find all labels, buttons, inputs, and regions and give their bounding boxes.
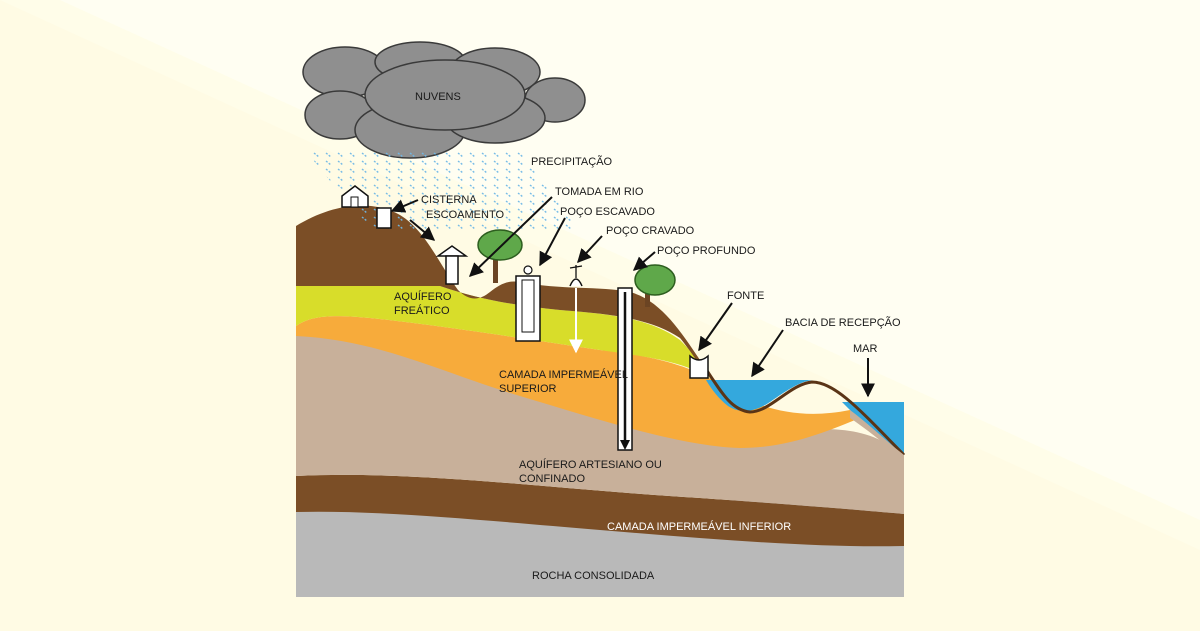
dug-well-arrow xyxy=(539,217,566,267)
phreatic-aquifer-label-line1: AQUÍFERO xyxy=(394,290,452,303)
upper-layer-label-line1: CAMADA IMPERMEÁVEL xyxy=(499,368,628,381)
upper-impermeable-layer xyxy=(296,316,860,448)
river-intake-arrow xyxy=(468,196,553,277)
precipitation-rain xyxy=(305,150,580,230)
pointer-arrows xyxy=(390,196,875,398)
receiving-basin-arrow xyxy=(751,329,784,378)
lower-layer-label: CAMADA IMPERMEÁVEL INFERIOR xyxy=(607,520,791,533)
spring-icon xyxy=(689,354,709,379)
bedrock-label: ROCHA CONSOLIDADA xyxy=(532,570,655,582)
clouds-label: NUVENS xyxy=(415,91,461,103)
deep-well-icon xyxy=(617,287,633,451)
runoff-label: ESCOAMENTO xyxy=(426,209,504,221)
tree-icon xyxy=(477,229,523,283)
topsoil-layer xyxy=(296,205,706,374)
spring-arrow xyxy=(698,302,733,352)
dug-well-icon xyxy=(515,265,541,342)
lower-impermeable-layer xyxy=(296,474,904,547)
driven-well-arrow xyxy=(577,235,603,264)
cistern-icon xyxy=(376,207,392,229)
deep-well-label: POÇO PROFUNDO xyxy=(657,245,756,257)
artesian-aquifer-label-line2: CONFINADO xyxy=(519,473,585,485)
cistern-label: CISTERNA xyxy=(421,194,477,206)
artesian-aquifer-layer xyxy=(296,326,904,514)
runoff-arrow xyxy=(409,219,436,241)
upper-layer-label-line2: SUPERIOR xyxy=(499,383,557,395)
driven-well-label: POÇO CRAVADO xyxy=(606,225,695,237)
spring-label: FONTE xyxy=(727,290,764,302)
artesian-aquifer-label-line1: AQUÍFERO ARTESIANO OU xyxy=(519,458,662,471)
deep-well-arrow xyxy=(632,251,656,271)
ground-surface-line xyxy=(698,359,906,457)
river-intake-icon xyxy=(435,245,469,285)
precipitation-label: PRECIPITAÇÃO xyxy=(531,155,613,168)
tree-icon xyxy=(634,264,676,307)
river-intake-label: TOMADA EM RIO xyxy=(555,186,644,198)
house-icon xyxy=(341,185,369,208)
dug-well-label: POÇO ESCAVADO xyxy=(560,206,655,218)
coastal-slope xyxy=(850,410,904,460)
cloud-icon xyxy=(302,41,586,159)
sea-label: MAR xyxy=(853,343,878,355)
phreatic-aquifer-label-line2: FREÁTICO xyxy=(394,304,450,317)
sea-water xyxy=(842,402,904,455)
driven-well-icon xyxy=(569,265,583,354)
cistern-arrow xyxy=(390,199,419,213)
phreatic-aquifer-layer xyxy=(296,286,710,378)
receiving-basin-label: BACIA DE RECEPÇÃO xyxy=(785,316,901,329)
